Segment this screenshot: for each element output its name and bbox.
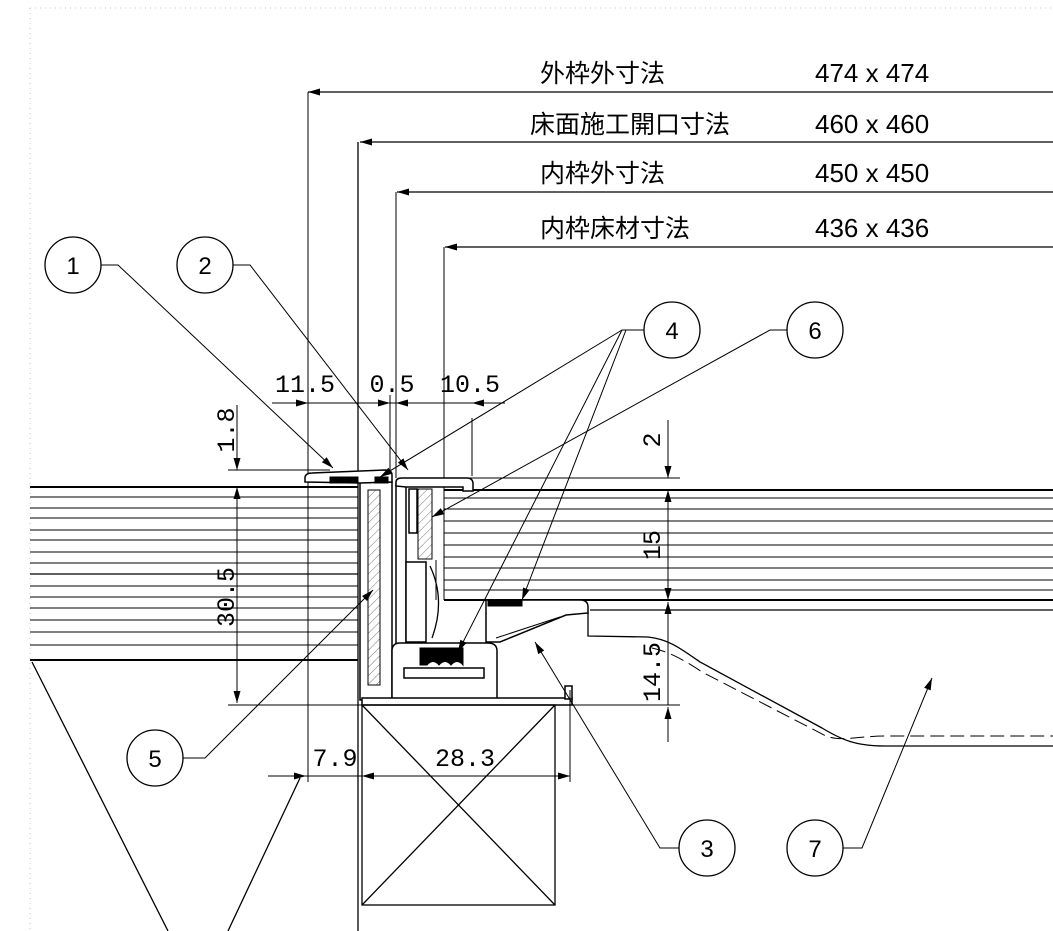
beam-profile — [587, 612, 1053, 747]
callout-number: 2 — [198, 253, 211, 280]
bracket-gasket — [487, 599, 523, 607]
dim-label-28-3: 28.3 — [435, 745, 495, 774]
callout-number: 5 — [148, 746, 161, 773]
callout-leader — [233, 264, 409, 471]
callout-circle — [786, 301, 844, 359]
callout-1: 1 — [44, 236, 334, 469]
sleeper-cross-b — [361, 704, 556, 906]
dimension-top-horizontal: 11.5 0.5 10.5 — [272, 371, 505, 476]
callout-number: 1 — [66, 253, 79, 280]
beam-hidden-line — [651, 647, 1053, 740]
dim-label-15: 15 — [639, 530, 668, 560]
callout-circle — [44, 236, 102, 294]
inner-frame-wall — [395, 483, 407, 645]
joist-left-edge — [31, 661, 169, 931]
callout-circle — [176, 236, 234, 294]
callout-circle — [678, 819, 736, 877]
callout-3: 3 — [534, 641, 736, 877]
left-floor-layers — [30, 486, 358, 661]
callout-circle — [126, 729, 184, 787]
dim-label-30-5: 30.5 — [213, 567, 242, 627]
dim-label-11-5: 11.5 — [275, 371, 335, 400]
inner-frame-post — [408, 488, 418, 534]
callout-7: 7 — [786, 677, 933, 877]
callout-number: 3 — [700, 836, 713, 863]
callout-circle — [786, 819, 844, 877]
inner-frame-lower-body — [405, 561, 427, 643]
dimension-bottom-horizontal: 7.9 28.3 — [268, 690, 571, 782]
inner-frame — [395, 477, 474, 645]
callout-leader — [183, 589, 374, 759]
dimension-right-vertical: 2 15 14.5 — [570, 420, 680, 742]
inner-frame-top-lip — [395, 477, 474, 492]
callout-number: 7 — [808, 836, 821, 863]
frame-base-flange — [564, 685, 573, 700]
table-value-outer-frame: 474 x 474 — [815, 58, 929, 88]
dimension-left-vertical: 1.8 30.5 — [213, 405, 362, 706]
callout-number: 6 — [808, 318, 821, 345]
dim-label-0-5: 0.5 — [369, 371, 414, 400]
frame-base — [361, 697, 573, 706]
dim-label-10-5: 10.5 — [440, 371, 500, 400]
support-bracket — [485, 599, 589, 643]
callout-leader — [101, 264, 334, 469]
outer-cap-gasket — [329, 476, 359, 484]
callout-circle — [643, 301, 701, 359]
dim-label-1-8: 1.8 — [213, 407, 242, 452]
dim-label-14-5: 14.5 — [639, 642, 668, 702]
channel-inner-rib — [403, 667, 485, 679]
outer-top-gasket — [374, 476, 389, 484]
hatched-plate — [367, 489, 381, 686]
callout-5: 5 — [126, 589, 374, 787]
callout-leader — [379, 329, 623, 478]
dimension-table: 外枠外寸法 474 x 474 床面施工開口寸法 460 x 460 内枠外寸法… — [308, 58, 1053, 251]
dim-label-7-9: 7.9 — [312, 745, 357, 774]
sleeper-box — [361, 704, 556, 906]
dim-label-2: 2 — [639, 432, 668, 447]
bottom-gasket — [419, 647, 464, 667]
callout-leader — [521, 329, 627, 601]
right-floor-layers — [444, 477, 1053, 611]
callout-number: 4 — [665, 318, 678, 345]
callout-leader — [534, 641, 679, 849]
table-value-floor-opening: 460 x 460 — [815, 109, 929, 139]
joist-right-edge — [227, 777, 301, 931]
table-value-inner-frame: 450 x 450 — [815, 158, 929, 188]
outer-frame — [304, 469, 393, 701]
table-label-outer-frame: 外枠外寸法 — [540, 59, 665, 88]
table-label-inner-floor: 内枠床材寸法 — [540, 214, 690, 243]
callout-leader — [431, 329, 787, 518]
table-label-floor-opening: 床面施工開口寸法 — [530, 110, 730, 139]
callout-2: 2 — [176, 236, 409, 471]
table-value-inner-floor: 436 x 436 — [815, 213, 929, 243]
inner-hatched-plate — [417, 488, 433, 560]
callout-leader — [457, 329, 623, 653]
callout-leader — [843, 677, 933, 849]
callout-4: 4 — [379, 301, 701, 653]
callout-6: 6 — [431, 301, 844, 518]
inner-frame-spring — [429, 565, 440, 639]
bracket-slope-line — [495, 616, 561, 639]
bottom-channel — [361, 642, 573, 706]
table-label-inner-frame: 内枠外寸法 — [540, 159, 665, 188]
